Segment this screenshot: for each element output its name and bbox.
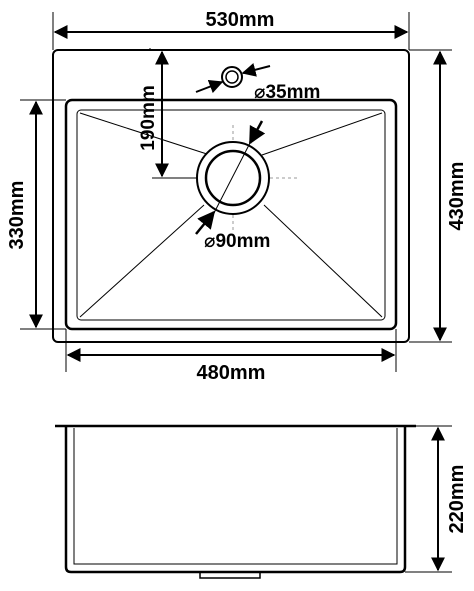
bowl-width-label: 480mm [197, 362, 266, 384]
side-bowl-inner [73, 428, 398, 565]
dimension-faucet-hole: ⌀35mm [195, 63, 320, 103]
drain-hole-label: ⌀90mm [204, 231, 270, 252]
side-drain-stub [199, 571, 261, 579]
overall-depth-label: 430mm [446, 162, 468, 231]
dimension-bowl-depth: 330mm [6, 100, 43, 329]
overall-width-label: 530mm [206, 9, 275, 31]
drain-hole [196, 141, 270, 215]
dimension-bowl-width: 480mm [66, 348, 396, 384]
dimension-overall-width: 530mm [53, 8, 409, 39]
dimension-bowl-height: 220mm [431, 426, 468, 572]
dimension-drain-offset: 190mm [138, 50, 196, 179]
bowl-height-label: 220mm [446, 465, 468, 534]
dimension-drain-hole: ⌀90mm [195, 120, 270, 252]
bowl-slope-lines [79, 112, 383, 318]
side-view: 220mm [55, 424, 468, 579]
top-view: 530mm 430mm 330mm 480mm 190mm ⌀35mm [6, 8, 468, 384]
side-bowl-outline [64, 426, 407, 574]
dimension-overall-depth: 430mm [433, 50, 468, 342]
bowl-outline [64, 98, 398, 331]
bowl-depth-label: 330mm [6, 181, 28, 250]
drain-offset-label: 190mm [138, 85, 159, 151]
faucet-hole-label: ⌀35mm [254, 82, 320, 103]
faucet-hole [221, 66, 243, 88]
sink-outer-outline [52, 49, 410, 343]
extension-lines [20, 12, 452, 372]
bowl-bottom-outline [76, 109, 386, 321]
